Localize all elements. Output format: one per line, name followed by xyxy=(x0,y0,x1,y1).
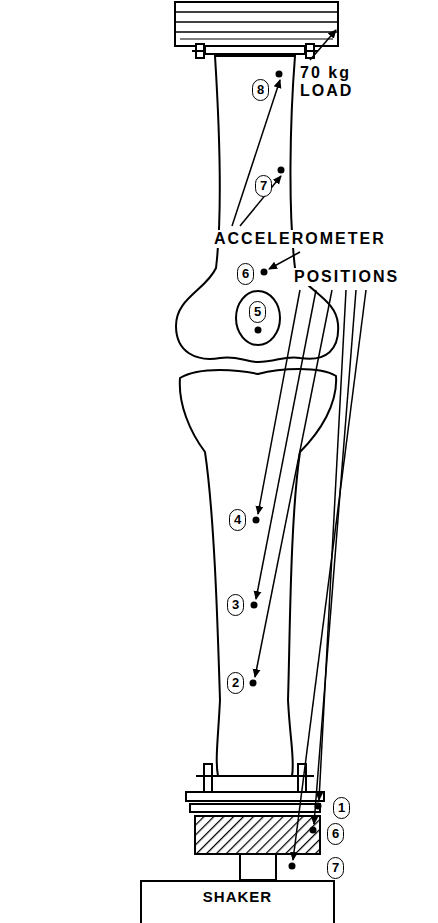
callout-number: 6 xyxy=(237,263,254,285)
callout-number: 1 xyxy=(333,797,350,819)
callout-number: 7 xyxy=(255,175,272,197)
callout-number: 5 xyxy=(249,301,266,323)
shaker-box: SHAKER xyxy=(140,880,335,923)
callout-number: 7 xyxy=(327,857,344,879)
callout-number: 3 xyxy=(227,594,244,616)
shaker-label: SHAKER xyxy=(203,882,272,905)
positions-label: POSITIONS xyxy=(292,268,401,286)
accelerometer-label: ACCELEROMETER xyxy=(212,230,388,248)
callout-number: 8 xyxy=(252,79,269,101)
callout-number: 2 xyxy=(227,672,244,694)
load-label: 70 kg LOAD xyxy=(300,64,372,101)
callout-number: 6 xyxy=(327,823,344,845)
callout-number: 4 xyxy=(229,509,246,531)
